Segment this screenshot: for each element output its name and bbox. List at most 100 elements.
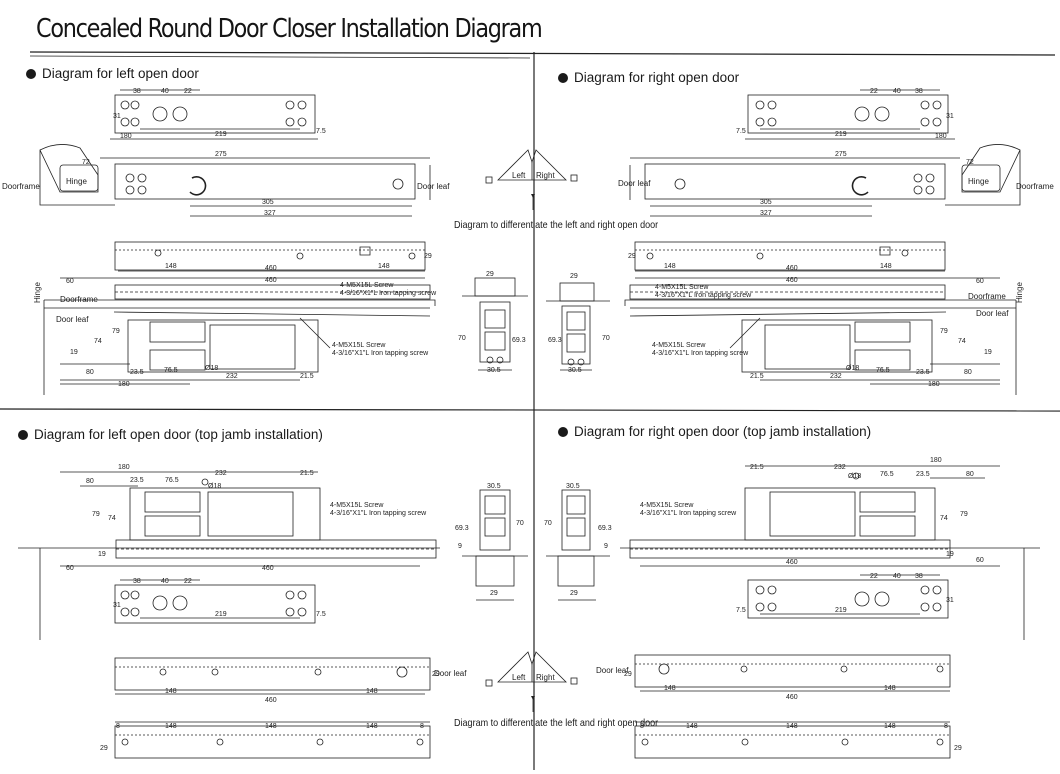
svg-text:4-M5X15L Screw: 4-M5X15L Screw xyxy=(340,282,394,289)
left-open-dimensions: 38 40 22 31 219 7.5 180 275 305 327 72 1… xyxy=(2,88,450,388)
svg-text:460: 460 xyxy=(265,277,277,284)
svg-text:70: 70 xyxy=(544,520,552,527)
svg-text:232: 232 xyxy=(215,470,227,477)
svg-text:70: 70 xyxy=(458,335,466,342)
right-top-jamb-dimensions: 180 232 21.5 80 23.5 76.5 Ø18 79 74 19 6… xyxy=(596,457,984,752)
svg-text:22: 22 xyxy=(184,88,192,95)
svg-text:80: 80 xyxy=(966,471,974,478)
svg-text:72: 72 xyxy=(82,159,90,166)
svg-text:76.5: 76.5 xyxy=(880,471,894,478)
svg-text:9: 9 xyxy=(458,543,462,550)
svg-text:21.5: 21.5 xyxy=(750,373,764,380)
svg-text:80: 80 xyxy=(86,478,94,485)
svg-text:22: 22 xyxy=(870,88,878,95)
svg-text:4-3/16"X1"L Iron tapping screw: 4-3/16"X1"L Iron tapping screw xyxy=(340,290,437,297)
svg-text:31: 31 xyxy=(946,113,954,120)
svg-text:29: 29 xyxy=(624,671,632,678)
svg-text:76.5: 76.5 xyxy=(165,477,179,484)
label-door-leaf-r: Door leaf xyxy=(618,179,651,188)
svg-text:74: 74 xyxy=(108,515,116,522)
svg-text:232: 232 xyxy=(834,464,846,471)
svg-text:4-M5X15L Screw: 4-M5X15L Screw xyxy=(655,284,709,291)
cross-section-left-dims: 29 70 69.3 30.5 xyxy=(458,271,526,374)
svg-text:7.5: 7.5 xyxy=(736,607,746,614)
svg-text:8: 8 xyxy=(944,723,948,730)
svg-text:4-3/16"X1"L Iron tapping screw: 4-3/16"X1"L Iron tapping screw xyxy=(652,350,749,357)
svg-text:23.5: 23.5 xyxy=(130,477,144,484)
section-left-top-jamb: Diagram for left open door (top jamb ins… xyxy=(18,427,323,442)
svg-text:275: 275 xyxy=(835,151,847,158)
svg-text:327: 327 xyxy=(760,210,772,217)
svg-text:69.3: 69.3 xyxy=(455,525,469,532)
label-doorframe: Doorframe xyxy=(2,182,40,191)
right-open-diagram xyxy=(624,89,1021,395)
svg-text:460: 460 xyxy=(786,694,798,701)
svg-text:29: 29 xyxy=(486,271,494,278)
svg-text:31: 31 xyxy=(113,602,121,609)
right-top-jamb-diagram xyxy=(620,465,1040,759)
svg-text:180: 180 xyxy=(930,457,942,464)
svg-text:148: 148 xyxy=(165,688,177,695)
label-hinge-r2: Hinge xyxy=(1015,282,1024,303)
svg-text:Ø18: Ø18 xyxy=(208,483,221,490)
label-left-bottom: Left xyxy=(512,673,526,682)
cross-section-lower-left xyxy=(462,489,528,601)
svg-text:79: 79 xyxy=(960,511,968,518)
svg-text:72: 72 xyxy=(966,159,974,166)
svg-text:38: 38 xyxy=(915,573,923,580)
svg-text:219: 219 xyxy=(215,131,227,138)
svg-text:148: 148 xyxy=(786,723,798,730)
svg-text:38: 38 xyxy=(915,88,923,95)
svg-text:80: 80 xyxy=(964,369,972,376)
svg-text:23.5: 23.5 xyxy=(130,369,144,376)
svg-text:219: 219 xyxy=(835,131,847,138)
cross-section-lower-left-dims: 30.5 69.3 70 29 9 xyxy=(455,483,524,597)
svg-text:148: 148 xyxy=(366,723,378,730)
svg-text:79: 79 xyxy=(112,328,120,335)
svg-text:19: 19 xyxy=(98,551,106,558)
label-door-leaf: Door leaf xyxy=(417,182,450,191)
label-door-leaf-r2: Door leaf xyxy=(976,309,1009,318)
svg-text:4-M5X15L Screw: 4-M5X15L Screw xyxy=(330,502,384,509)
svg-text:29: 29 xyxy=(954,745,962,752)
svg-text:29: 29 xyxy=(100,745,108,752)
svg-text:40: 40 xyxy=(161,578,169,585)
svg-text:74: 74 xyxy=(940,515,948,522)
svg-text:79: 79 xyxy=(940,328,948,335)
svg-text:7.5: 7.5 xyxy=(736,128,746,135)
svg-text:70: 70 xyxy=(516,520,524,527)
svg-text:69.3: 69.3 xyxy=(512,337,526,344)
svg-text:4-3/16"X1"L Iron tapping screw: 4-3/16"X1"L Iron tapping screw xyxy=(655,292,752,299)
svg-text:4-M5X15L Screw: 4-M5X15L Screw xyxy=(332,342,386,349)
label-door-leaf-q4: Door leaf xyxy=(596,666,629,675)
svg-text:460: 460 xyxy=(786,265,798,272)
svg-text:74: 74 xyxy=(958,338,966,345)
svg-text:148: 148 xyxy=(664,685,676,692)
svg-text:8: 8 xyxy=(640,723,644,730)
svg-text:148: 148 xyxy=(378,263,390,270)
svg-text:29: 29 xyxy=(628,253,636,260)
svg-text:8: 8 xyxy=(420,723,424,730)
left-right-icon-bottom xyxy=(485,651,578,712)
section-left-open: Diagram for left open door xyxy=(26,66,199,81)
svg-text:7.5: 7.5 xyxy=(316,128,326,135)
label-hinge: Hinge xyxy=(66,177,87,186)
cross-section-lower-right xyxy=(546,489,610,601)
svg-text:9: 9 xyxy=(604,543,608,550)
caption-top: Diagram to differentiate the left and ri… xyxy=(454,219,659,231)
svg-text:40: 40 xyxy=(161,88,169,95)
layout-lines xyxy=(0,51,1060,770)
svg-text:30.5: 30.5 xyxy=(566,483,580,490)
cross-section-right xyxy=(546,282,610,371)
svg-text:Ø18: Ø18 xyxy=(846,365,859,372)
svg-text:21.5: 21.5 xyxy=(300,373,314,380)
svg-text:60: 60 xyxy=(66,278,74,285)
svg-text:22: 22 xyxy=(870,573,878,580)
section-right-top-jamb: Diagram for right open door (top jamb in… xyxy=(558,424,871,439)
svg-text:305: 305 xyxy=(760,199,772,206)
svg-text:31: 31 xyxy=(113,113,121,120)
svg-text:180: 180 xyxy=(120,133,132,140)
svg-text:148: 148 xyxy=(265,723,277,730)
